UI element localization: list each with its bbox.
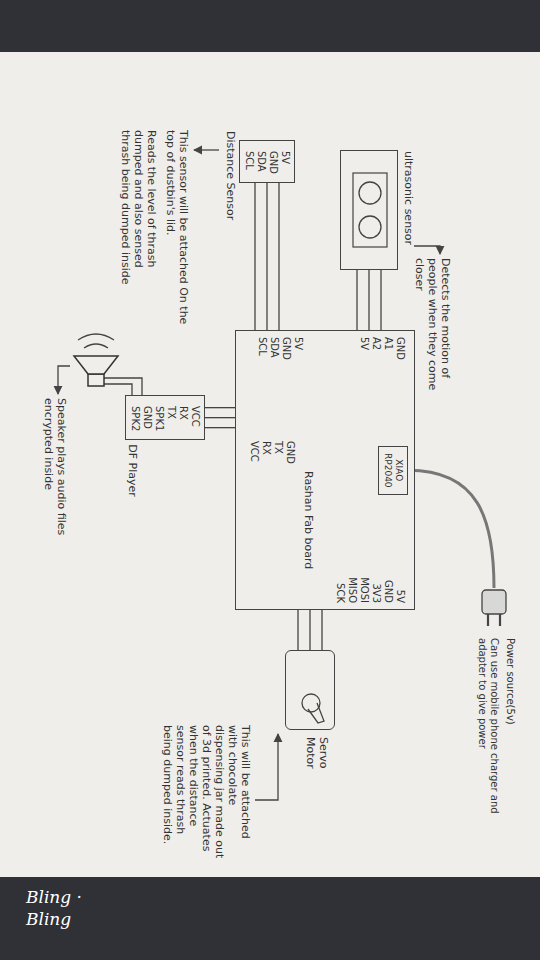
leader-lines xyxy=(58,150,440,800)
wire-bundle xyxy=(357,270,381,330)
wire xyxy=(205,427,235,428)
pin-label: GND xyxy=(141,406,153,431)
pin-label: SPK2 xyxy=(129,406,141,431)
wire xyxy=(356,270,357,330)
chip-node: XIAORP2040 xyxy=(378,446,408,495)
part-name: DF Player xyxy=(126,444,138,497)
pin-label: GND xyxy=(267,151,279,174)
wire xyxy=(266,183,267,330)
df-node: VCCRXTXSPK1GNDSPK2DF Player xyxy=(125,395,205,440)
pin-label: VCC xyxy=(248,441,260,462)
pin-label: SDA xyxy=(268,337,280,358)
pin-label: GND xyxy=(284,441,296,464)
note-text: This sensor will be attached On the top … xyxy=(164,130,190,345)
servo-horn xyxy=(287,651,334,728)
wire-bundle xyxy=(255,183,279,330)
wire xyxy=(254,183,255,330)
plug-prongs xyxy=(488,614,500,626)
pin-label: VCC xyxy=(189,406,201,431)
note-text: Reads the level of thrash dumped and als… xyxy=(119,130,158,300)
wire xyxy=(368,270,369,330)
pin-label: MISO xyxy=(346,577,358,603)
wire xyxy=(309,610,310,650)
pin-label: SCL xyxy=(243,151,255,174)
note-text: Speaker plays audio files encrypted insi… xyxy=(42,398,68,588)
pin-label: SPK1 xyxy=(153,406,165,431)
wire xyxy=(205,407,235,408)
pin-label: 5V xyxy=(279,151,291,174)
wire xyxy=(297,610,298,650)
pin-label: 5V xyxy=(394,590,406,603)
note-text: This will be attached with chocolate dis… xyxy=(161,725,252,865)
wire-bundle xyxy=(408,470,494,588)
horn-arm xyxy=(308,703,324,723)
pin-label: SCL xyxy=(256,337,268,356)
pin-label: TX xyxy=(272,441,284,454)
chip-label: XIAO xyxy=(393,453,404,488)
pin-label: A1 xyxy=(382,337,394,350)
servo-node: Servo Motor xyxy=(285,650,335,730)
watermark: Bling · Bling xyxy=(26,886,106,930)
transducer xyxy=(359,182,381,204)
board-node: Rashan Fab boardGNDA1A25V5VGNDSDASCL5VGN… xyxy=(235,330,415,610)
pin-label: SCK xyxy=(334,583,346,603)
wire-bundle xyxy=(298,610,322,650)
pin-label: GND xyxy=(394,337,406,360)
plug-body xyxy=(482,590,506,614)
wire xyxy=(380,270,381,330)
speaker-symbol xyxy=(74,356,118,386)
pin-label: GND xyxy=(382,580,394,603)
board-name: Rashan Fab board xyxy=(302,471,314,569)
sensor-title: ultrasonic sensor xyxy=(402,151,414,245)
part-name: Servo Motor xyxy=(304,737,330,781)
wire xyxy=(408,470,494,588)
pin-label: RX xyxy=(260,441,272,455)
wire-bundle xyxy=(205,408,235,428)
sound-waves xyxy=(78,334,114,348)
chip-label: RP2040 xyxy=(382,453,393,488)
wire xyxy=(278,183,279,330)
pin-label: 5V xyxy=(358,337,370,350)
wire xyxy=(321,610,322,650)
pin-label: GND xyxy=(280,337,292,360)
ultra-node: ultrasonic sensor xyxy=(340,150,398,270)
pin-label: 5V xyxy=(292,337,304,350)
power-plug xyxy=(472,588,516,630)
pin-label: SDA xyxy=(255,151,267,174)
pin-label: TX xyxy=(165,406,177,431)
transducer xyxy=(359,216,381,238)
ultrasonic-body xyxy=(342,151,397,268)
pin-label: RX xyxy=(177,406,189,431)
part-name: Distance Sensor xyxy=(224,131,236,220)
dist-node: 5VGNDSDASCLDistance Sensor xyxy=(239,140,295,183)
pin-label: MOSI xyxy=(358,577,370,603)
pin-label: A2 xyxy=(370,337,382,350)
pin-label: 3V3 xyxy=(370,583,382,603)
power-note: Power source(5v) xyxy=(504,638,516,838)
power-note: Can use mobile phone charger and adapter… xyxy=(476,638,500,823)
power-node: Power source(5v)Can use mobile phone cha… xyxy=(472,588,516,630)
speaker-wires xyxy=(104,378,142,395)
sensor-plate xyxy=(353,173,387,247)
note-text: Detects the motion of people when they c… xyxy=(413,258,452,398)
wire xyxy=(205,417,235,418)
